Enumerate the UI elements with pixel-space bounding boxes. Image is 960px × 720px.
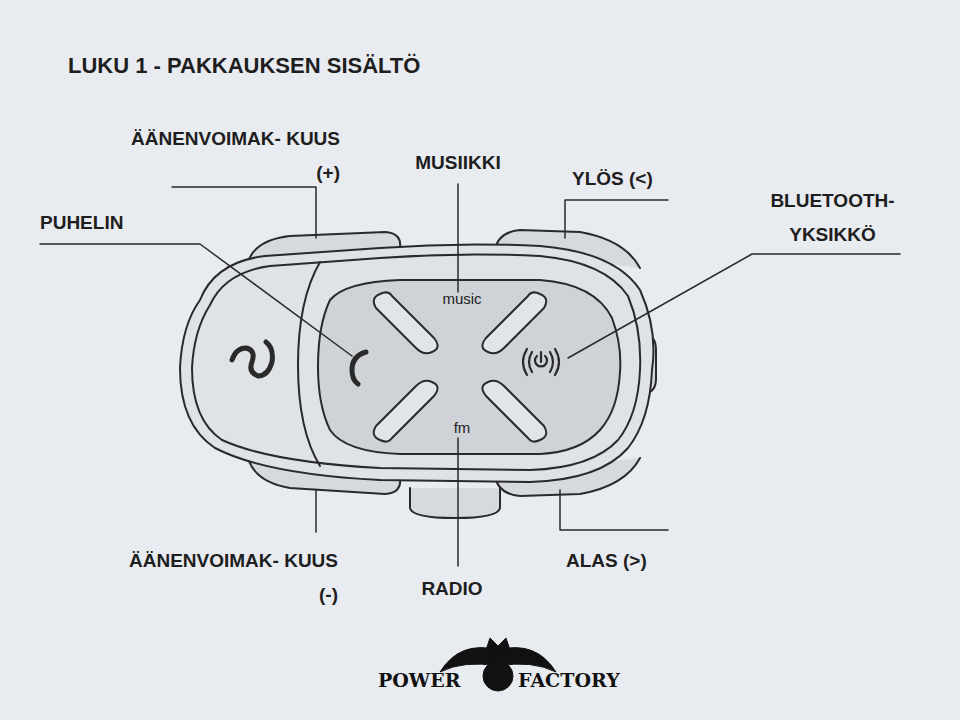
part-label: RADIO [421,572,482,606]
part-label: ALAS (>) [566,544,647,578]
part-label: BLUETOOTH- YKSIKKÖ [735,184,930,252]
logo-text: FACTORY [518,668,620,692]
part-label: ÄÄNENVOIMAK- KUUS (-) [116,544,338,612]
button-text: music [442,290,481,308]
part-label: MUSIIKKI [415,146,501,180]
part-label: ÄÄNENVOIMAK- KUUS (+) [118,122,340,190]
button-text: fm [454,419,471,437]
part-label: PUHELIN [40,206,123,240]
logo-text: POWER [378,668,460,692]
page-title: LUKU 1 - PAKKAUKSEN SISÄLTÖ [68,52,420,80]
part-label: YLÖS (<) [572,162,653,196]
